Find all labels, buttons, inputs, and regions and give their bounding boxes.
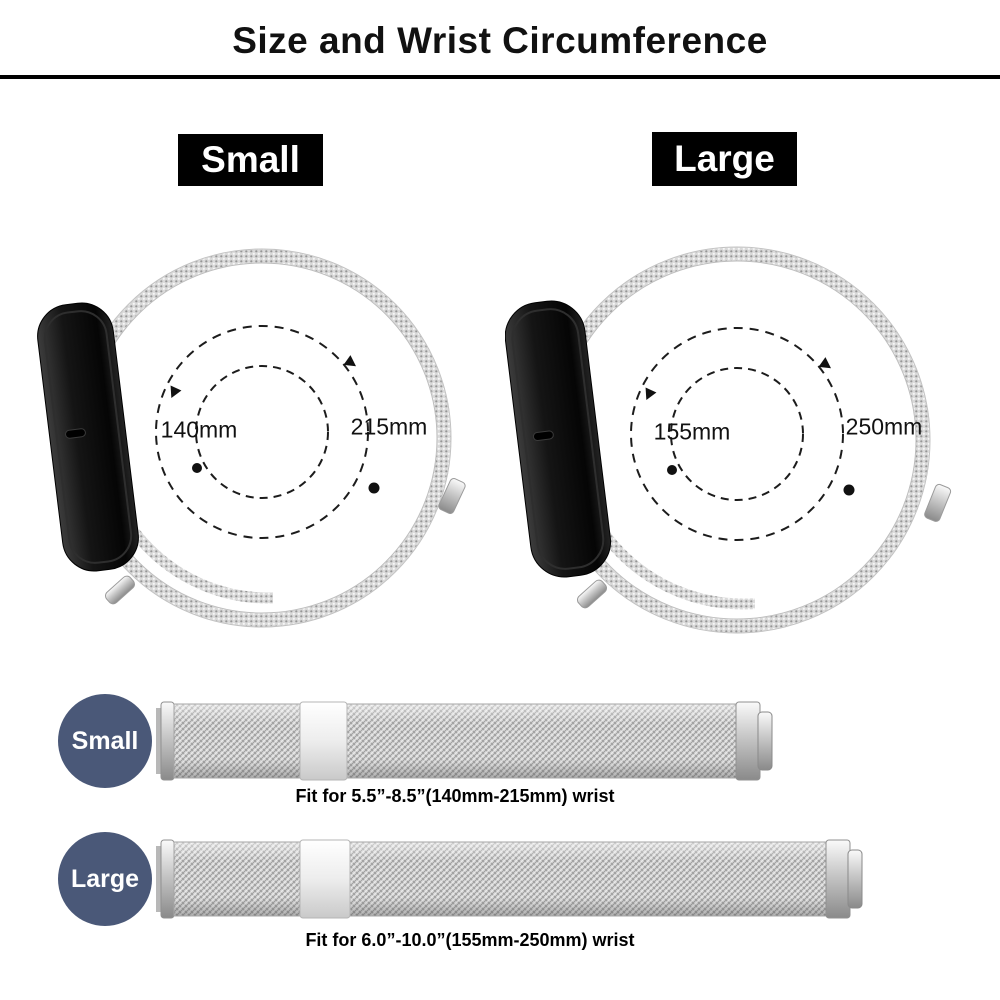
strap-pin [156,708,163,774]
fit-text-large: Fit for 6.0”-10.0”(155mm-250mm) wrist [305,930,635,950]
measure-dot [192,463,202,473]
strap-pin [156,846,163,912]
inner-circumference-label-small: 140mm [160,416,238,443]
band-buckle-large [576,579,608,609]
page-title: Size and Wrist Circumference [232,20,768,61]
magnet-clasp-small [438,478,466,514]
arrow-icon [170,385,182,398]
watch-button-slot [532,430,554,441]
outer-circumference-label-small: 215mm [350,413,428,440]
band-overlap-loop-large [568,465,755,610]
strap-image-small [156,701,773,781]
strap-connector-tip [847,849,863,909]
arrow-icon [818,357,832,369]
size-badge-small: Small [178,134,323,186]
strap-connector-tip [757,711,773,771]
measure-dot [843,484,855,496]
band-buckle-small [104,575,136,605]
strap-sheen [174,842,826,916]
strap-image-large [156,839,863,919]
magnet-clasp-large [924,483,952,522]
inner-circumference-circle-small [195,365,329,499]
measure-dot [667,465,677,475]
watch-band-diagram-large [505,246,952,634]
strap-badge-small: Small [58,694,152,788]
outer-circumference-circle-large [630,327,844,541]
inner-circumference-label-large: 155mm [653,418,731,445]
strap-badge-large: Large [58,832,152,926]
watch-band-diagram-small [37,248,466,628]
smartwatch-large [505,300,612,578]
band-overlap-loop-small [97,462,273,604]
arrow-icon [343,355,357,367]
strap-clasp [299,701,348,781]
strap-clasp [299,839,351,919]
strap-connector-right [825,839,851,919]
strap-connector-right [735,701,761,781]
watch-button-slot [65,428,86,439]
strap-sheen [174,704,736,778]
arrow-icon [645,387,657,400]
outer-circumference-label-large: 250mm [845,413,923,440]
measure-dot [368,482,380,494]
fit-text-small: Fit for 5.5”-8.5”(140mm-215mm) wrist [295,786,615,806]
inner-circumference-circle-large [670,367,804,501]
strap-connector-left [160,839,175,919]
smartwatch-small [37,302,139,572]
title-divider [0,75,1000,79]
strap-connector-left [160,701,175,781]
outer-circumference-circle-small [155,325,369,539]
size-badge-large: Large [652,132,797,186]
